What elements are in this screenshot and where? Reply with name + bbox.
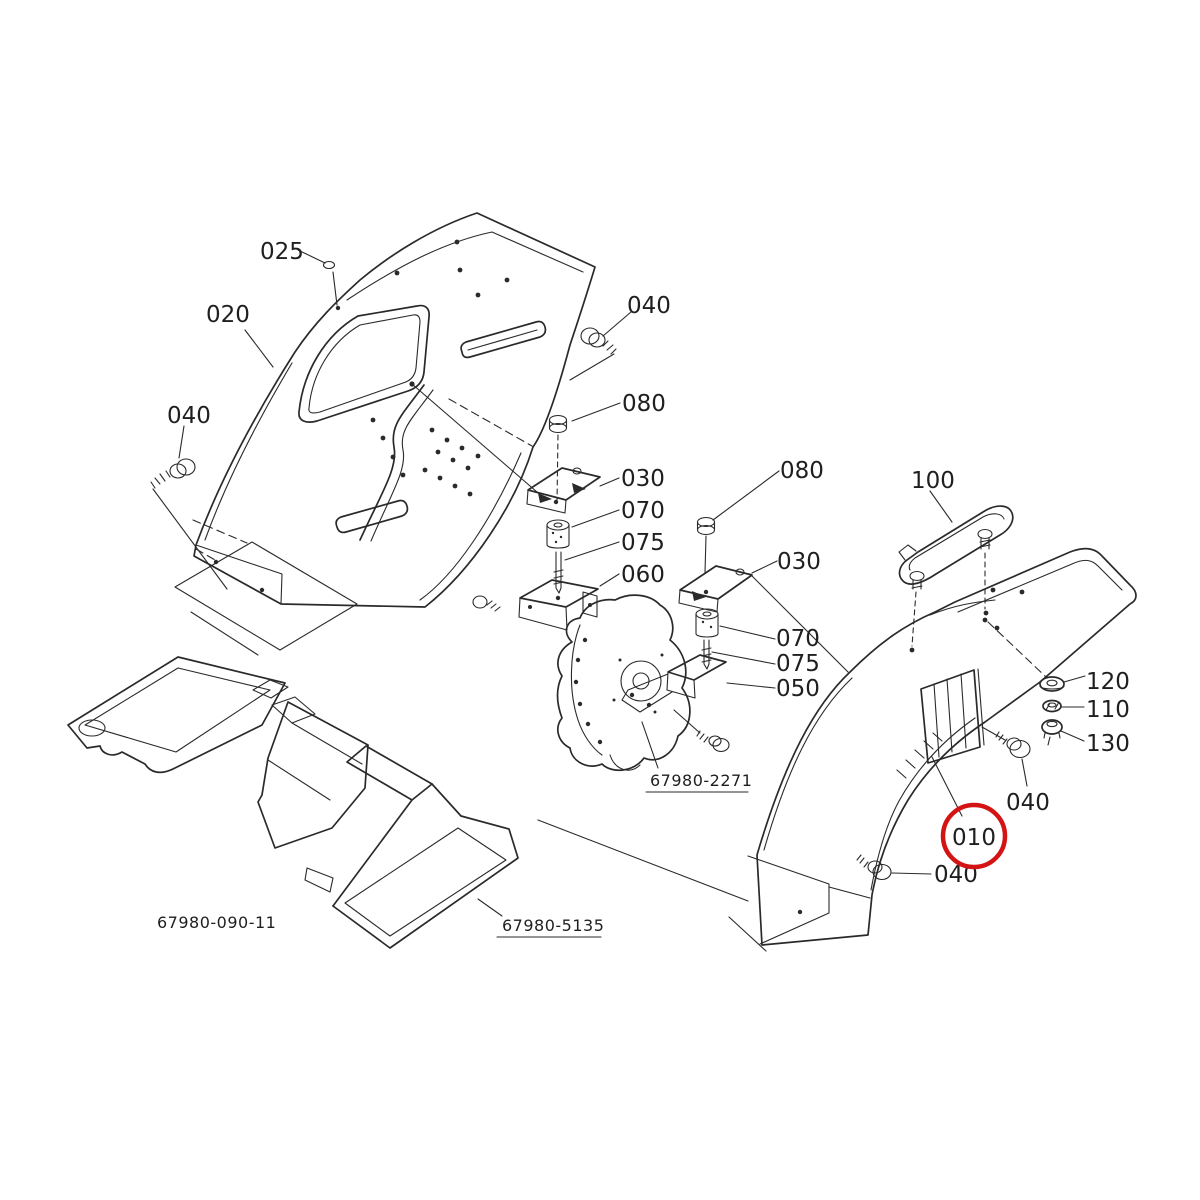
- bolt-040-bottom: [856, 854, 932, 881]
- callout-025: 025: [260, 239, 304, 265]
- callout-020: 020: [206, 302, 250, 328]
- bolt-040-left: [150, 458, 228, 590]
- screw-025: [322, 260, 341, 311]
- callout-070-mid: 070: [621, 498, 665, 524]
- bolt-040-washer: [981, 726, 1031, 787]
- handle-100: [898, 505, 1014, 647]
- part-code-floor-mat: 67980-5135: [502, 916, 604, 935]
- callout-100: 100: [911, 468, 955, 494]
- floor-panel-group: [67, 656, 767, 952]
- highlight-circle: [940, 802, 1008, 870]
- leader-lines: [178, 249, 1086, 817]
- callout-030-mid: 030: [621, 466, 665, 492]
- callout-labels: 025 020 040 040 080 030 070 075 060 080 …: [167, 239, 1130, 888]
- callout-075-mid: 075: [621, 530, 665, 556]
- part-code-transmission: 67980-2271: [650, 771, 752, 790]
- callout-110: 110: [1086, 697, 1130, 723]
- callout-040-left: 040: [167, 403, 211, 429]
- callout-080-right: 080: [780, 458, 824, 484]
- left-fender-020: [192, 212, 596, 608]
- right-fender-010: [747, 547, 1137, 946]
- part-code-floor-panel: 67980-090-11: [157, 913, 276, 932]
- callout-050-right: 050: [776, 676, 820, 702]
- transmission-case: [556, 594, 691, 772]
- callout-040-washer: 040: [1006, 790, 1050, 816]
- callout-120: 120: [1086, 669, 1130, 695]
- mid-mount-hardware: [472, 414, 601, 631]
- callout-070-right: 070: [776, 626, 820, 652]
- callout-040-top-right: 040: [627, 293, 671, 319]
- mounting-plane-outline: [174, 541, 358, 656]
- bolt-040-top-right: [569, 327, 617, 381]
- washer-stack: [1039, 676, 1065, 746]
- callout-080-mid: 080: [622, 391, 666, 417]
- callout-130: 130: [1086, 731, 1130, 757]
- callout-030-right: 030: [777, 549, 821, 575]
- part-code-labels: 67980-090-11 67980-5135 67980-2271: [157, 771, 752, 938]
- callout-075-right: 075: [776, 651, 820, 677]
- callout-060-mid: 060: [621, 562, 665, 588]
- fender-bolt-holes: [370, 239, 510, 497]
- callout-010: 010: [952, 825, 996, 851]
- highlighted-callout-010[interactable]: 010: [940, 802, 1008, 870]
